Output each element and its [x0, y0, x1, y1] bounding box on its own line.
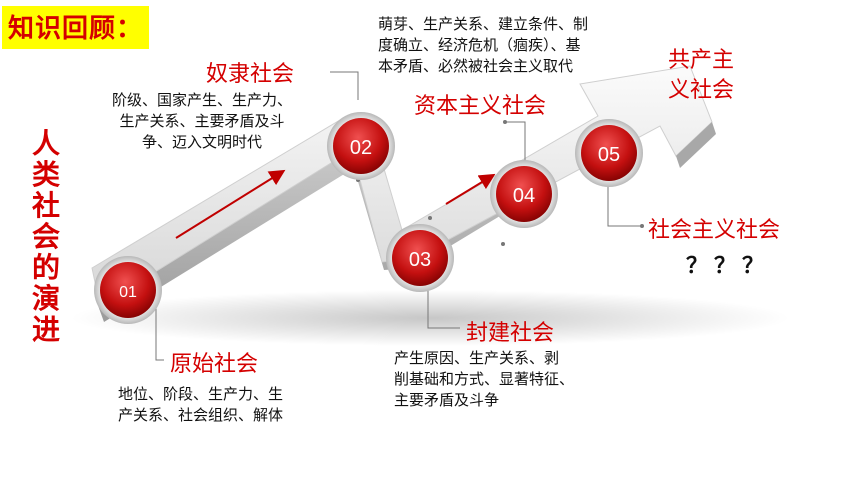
desc-line: 度确立、经济危机（痼疾）、基 — [378, 36, 581, 54]
vertical-title-char: 类 — [31, 158, 60, 191]
floor-shadow — [70, 290, 790, 346]
desc-line: 削基础和方式、显著特征、 — [394, 370, 575, 388]
desc-line: 生产关系、主要矛盾及斗 — [119, 112, 285, 130]
stage-node-label: 04 — [513, 185, 535, 207]
stage-node-04: 04 — [490, 160, 558, 228]
desc-line: 主要矛盾及斗争 — [394, 391, 500, 409]
stage-node-label: 03 — [409, 249, 431, 271]
desc-line: 争、迈入文明时代 — [142, 133, 263, 151]
stage-name-02: 奴隶社会 — [206, 62, 295, 87]
direction-arrow-2 — [445, 173, 496, 205]
vertical-title-char: 演 — [31, 282, 60, 315]
stage-node-02: 02 — [327, 112, 395, 180]
stage-name-04: 资本主义社会 — [414, 94, 547, 119]
desc-line: 产关系、社会组织、解体 — [118, 406, 284, 424]
stage-desc-03: 产生原因、生产关系、剥 削基础和方式、显著特征、 主要矛盾及斗争 — [394, 348, 574, 411]
stage-desc-04: 萌芽、生产关系、建立条件、制 度确立、经济危机（痼疾）、基 本矛盾、必然被社会主… — [378, 14, 588, 77]
vertical-title-char: 的 — [31, 251, 60, 284]
vertical-title: 人 类 社 会 的 演 进 — [26, 128, 66, 345]
connector-02 — [330, 71, 359, 100]
final-stage-line: 共产主 — [668, 48, 735, 73]
stage-desc-01: 地位、阶段、生产力、生 产关系、社会组织、解体 — [118, 384, 283, 426]
stage-node-label: 02 — [350, 137, 372, 159]
vertical-title-char: 会 — [31, 220, 60, 253]
desc-line: 阶级、国家产生、生产力、 — [112, 91, 293, 109]
stage-node-01: 01 — [94, 256, 162, 324]
stage-name-05: 社会主义社会 — [648, 218, 781, 243]
stage-node-05: 05 — [575, 119, 643, 187]
connector-03 — [427, 276, 460, 329]
connector-05 — [607, 184, 642, 227]
stage-name-01: 原始社会 — [170, 352, 259, 377]
desc-line: 产生原因、生产关系、剥 — [394, 349, 560, 367]
final-stage: 共产主 义社会 — [668, 46, 734, 106]
vertical-title-char: 人 — [31, 127, 60, 160]
connector-01 — [155, 297, 164, 361]
stage-desc-02: 阶级、国家产生、生产力、 生产关系、主要矛盾及斗 争、迈入文明时代 — [112, 90, 292, 153]
vertical-title-char: 进 — [31, 313, 60, 346]
arrow-head-side — [676, 122, 716, 168]
stage-node-03: 03 — [386, 224, 454, 292]
stage-node-label: 05 — [598, 144, 620, 166]
direction-arrow-1 — [175, 169, 286, 239]
unknown-marks: ？？？ — [686, 254, 771, 279]
vertical-title-char: 社 — [31, 189, 60, 222]
desc-line: 本矛盾、必然被社会主义取代 — [378, 57, 574, 75]
connector-04 — [505, 121, 526, 172]
final-stage-line: 义社会 — [668, 78, 735, 103]
review-title: 知识回顾： — [2, 6, 150, 49]
stage-name-03: 封建社会 — [466, 321, 555, 346]
desc-line: 萌芽、生产关系、建立条件、制 — [378, 15, 589, 33]
desc-line: 地位、阶段、生产力、生 — [118, 385, 284, 403]
stage-node-label: 01 — [119, 284, 137, 301]
